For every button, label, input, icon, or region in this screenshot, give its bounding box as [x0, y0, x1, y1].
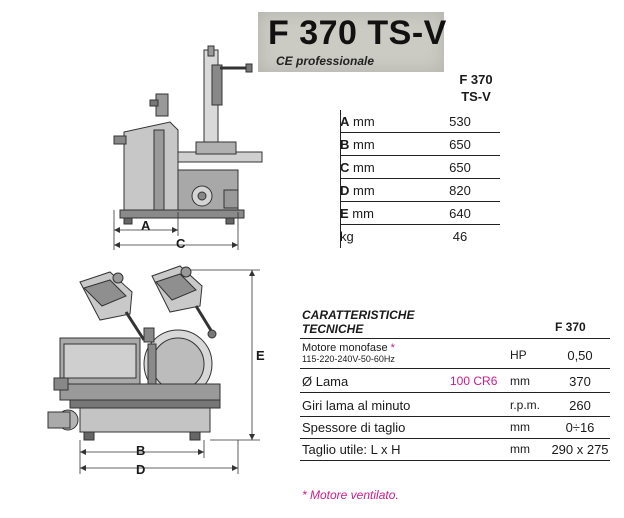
dimension-unit: kg	[340, 229, 354, 244]
spec-row-rpm: Giri lama al minuto r.p.m. 260	[300, 394, 610, 417]
spec-label: Ø Lama	[302, 374, 349, 389]
dimensions-table-divider	[340, 110, 341, 248]
dimension-row-d: D mm 820	[340, 179, 500, 202]
dimension-label-c: C	[176, 236, 186, 251]
dimension-value: 820	[449, 183, 471, 198]
dimension-label-d: D	[136, 462, 146, 477]
dimension-value: 650	[449, 160, 471, 175]
spec-unit: HP	[510, 348, 527, 362]
dimension-unit: mm	[349, 114, 375, 129]
dimensions-header-variant: TS-V	[461, 89, 491, 104]
specs-model-header: F 370	[555, 320, 586, 334]
spec-extra: 100 CR6	[450, 374, 498, 388]
spec-label: Taglio utile: L x H	[302, 442, 401, 457]
specs-title-line1: CARATTERISTICHE	[302, 308, 415, 322]
dimension-unit: mm	[349, 183, 375, 198]
spec-unit: mm	[510, 420, 530, 434]
spec-value: 290 x 275	[551, 442, 609, 457]
dimension-value: 46	[452, 229, 468, 244]
dimension-value: 650	[449, 137, 471, 152]
spec-unit: mm	[510, 374, 530, 388]
product-model-title: F 370 TS-V	[268, 14, 447, 52]
spec-motor-voltage: 115-220-240V-50-60Hz	[302, 354, 395, 364]
dimension-row-c: C mm 650	[340, 156, 500, 179]
side-view-drawing	[113, 45, 263, 250]
spec-unit: r.p.m.	[510, 398, 541, 412]
specs-header-divider	[300, 338, 610, 339]
spec-motor-star: *	[390, 342, 395, 354]
dimension-letter: C	[340, 160, 350, 175]
spec-row-cut-size: Taglio utile: L x H mm 290 x 275	[300, 438, 610, 461]
product-subtitle: CE professionale	[276, 54, 375, 68]
spec-value: 370	[569, 374, 591, 389]
spec-row-thickness: Spessore di taglio mm 0÷16	[300, 416, 610, 439]
dimension-value: 640	[449, 206, 471, 221]
spec-value: 0÷16	[565, 420, 595, 435]
dimension-label-b: B	[136, 443, 146, 458]
dimension-value: 530	[449, 114, 471, 129]
spec-value: 0,50	[567, 348, 593, 363]
dimension-row-weight: kg 46	[340, 225, 500, 247]
dimension-label-a: A	[141, 218, 151, 233]
motor-footnote: * Motore ventilato.	[302, 488, 399, 502]
specs-title: CARATTERISTICHE TECNICHE	[302, 308, 442, 336]
dimension-label-e: E	[256, 348, 265, 363]
dimension-row-e: E mm 640	[340, 202, 500, 225]
dimension-row-b: B mm 650	[340, 133, 500, 156]
dimension-unit: mm	[349, 137, 375, 152]
spec-label: Giri lama al minuto	[302, 398, 411, 413]
dimension-row-a: A mm 530	[340, 110, 500, 133]
dimensions-header-model: F 370	[459, 72, 493, 87]
dimension-letter: E	[340, 206, 349, 221]
specs-title-line2: TECNICHE	[302, 322, 364, 336]
spec-value: 260	[569, 398, 591, 413]
front-view-drawing	[47, 265, 260, 474]
dimension-letter: B	[340, 137, 350, 152]
dimension-unit: mm	[348, 206, 374, 221]
spec-row-blade: Ø Lama 100 CR6 mm 370	[300, 370, 610, 393]
spec-label: Spessore di taglio	[302, 420, 406, 435]
dimension-letter: D	[340, 183, 350, 198]
spec-row-motor: Motore monofase * 115-220-240V-50-60Hz H…	[300, 342, 610, 369]
spec-unit: mm	[510, 442, 530, 456]
dimension-letter: A	[340, 114, 350, 129]
title-banner	[258, 12, 444, 72]
dimension-unit: mm	[349, 160, 375, 175]
spec-motor-label: Motore monofase	[302, 342, 388, 354]
